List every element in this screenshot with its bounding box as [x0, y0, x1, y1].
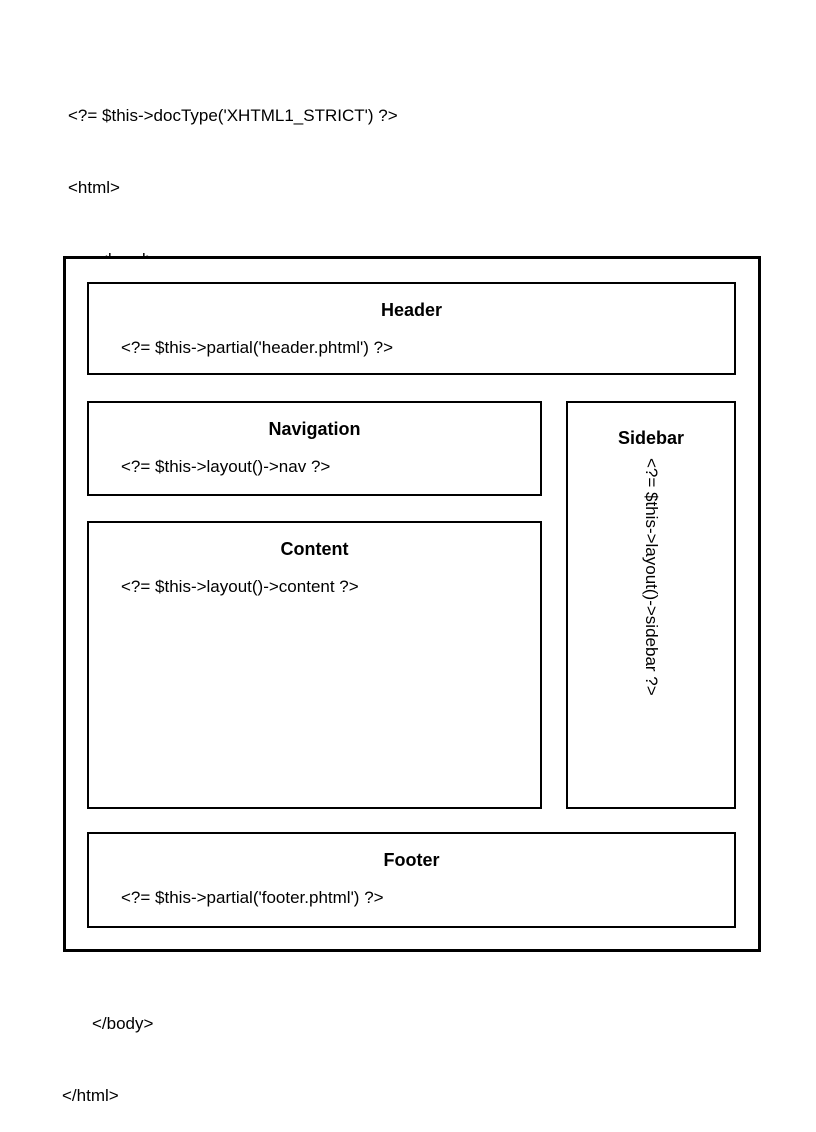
code-line-html-open: <html>: [68, 178, 120, 197]
sidebar-box: Sidebar <?= $this->layout()->sidebar ?>: [566, 401, 736, 809]
code-block-bottom: </body> </html>: [62, 964, 153, 1132]
code-line-doctype: <?= $this->docType('XHTML1_STRICT') ?>: [68, 106, 398, 125]
content-box-code: <?= $this->layout()->content ?>: [121, 577, 359, 596]
header-box-code: <?= $this->partial('header.phtml') ?>: [121, 338, 394, 357]
sidebar-box-title: Sidebar: [617, 428, 685, 448]
footer-box-title: Footer: [383, 850, 440, 870]
navigation-box: Navigation <?= $this->layout()->nav ?>: [87, 401, 542, 496]
navigation-box-code: <?= $this->layout()->nav ?>: [121, 457, 331, 476]
code-line-body-close: </body>: [92, 1014, 154, 1033]
code-line-html-close: </html>: [62, 1086, 119, 1105]
header-box-title: Header: [380, 300, 443, 320]
navigation-box-title: Navigation: [268, 419, 361, 439]
content-box-title: Content: [280, 539, 349, 559]
footer-box: Footer <?= $this->partial('footer.phtml'…: [87, 832, 736, 928]
footer-box-code: <?= $this->partial('footer.phtml') ?>: [121, 888, 384, 907]
header-box: Header <?= $this->partial('header.phtml'…: [87, 282, 736, 375]
content-box: Content <?= $this->layout()->content ?>: [87, 521, 542, 809]
page: { "page": { "background": "#ffffff", "te…: [62, 106, 761, 1105]
sidebar-box-code: <?= $this->layout()->sidebar ?>: [642, 458, 661, 696]
